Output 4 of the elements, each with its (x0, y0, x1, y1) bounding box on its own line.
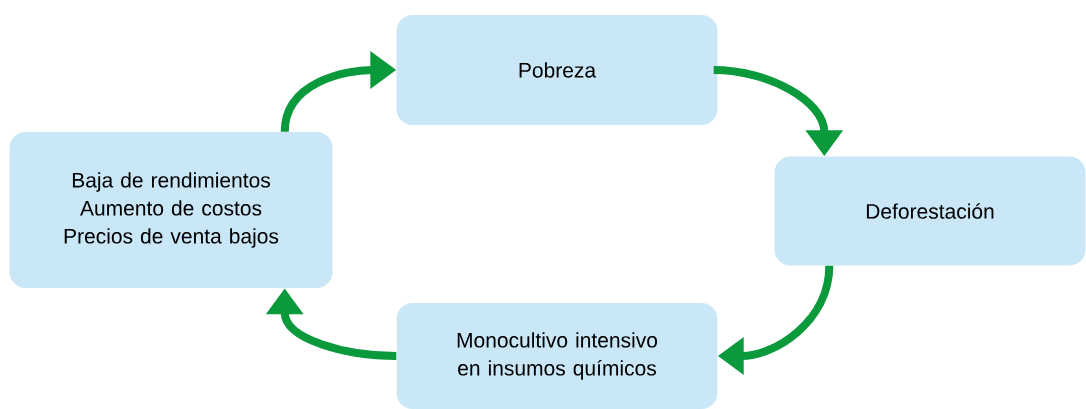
process-box: Pobreza (396, 15, 718, 125)
process-box: Baja de rendimientos Aumento de costos Precios de venta bajos (9, 132, 333, 288)
process-box: Deforestación (774, 156, 1086, 266)
process-box: Monocultivo intensivo en insumos químicos (396, 303, 718, 409)
